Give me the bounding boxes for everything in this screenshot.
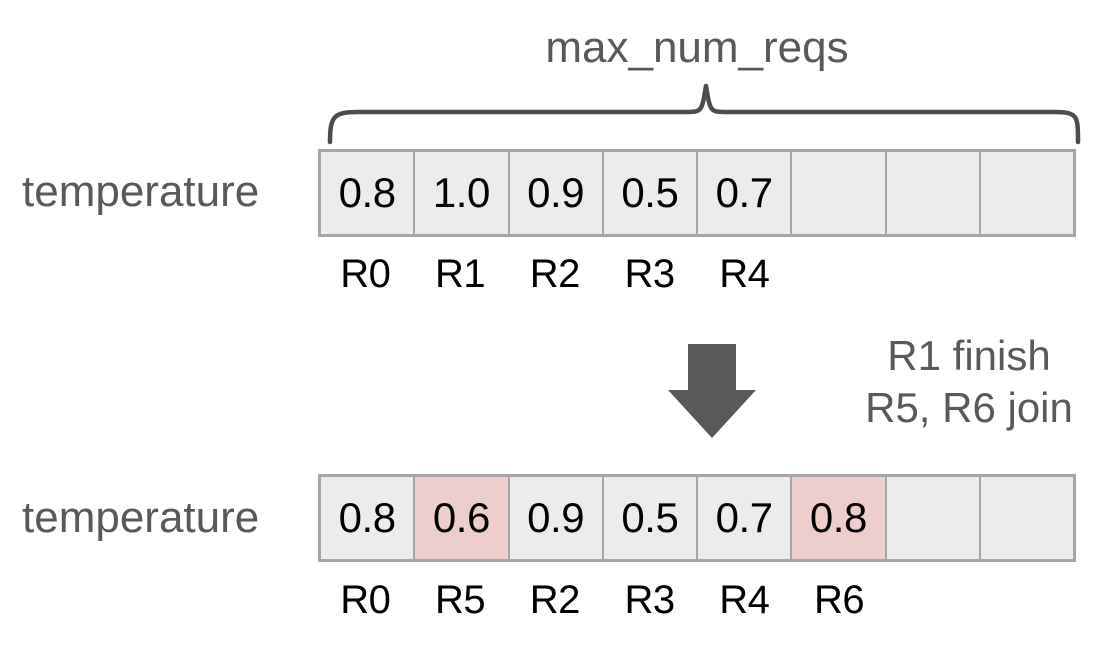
request-id-label: R2 bbox=[529, 252, 581, 296]
buffer-cell[interactable]: 0.9 bbox=[509, 477, 604, 559]
row-label-temperature-after: temperature bbox=[22, 493, 260, 542]
temperature-buffer-after: 0.8 0.6 0.9 0.5 0.7 0.8 bbox=[318, 474, 1076, 562]
temperature-buffer-before: 0.8 1.0 0.9 0.5 0.7 bbox=[318, 149, 1076, 237]
buffer-cell-empty[interactable] bbox=[886, 152, 981, 234]
row-label-temperature-before: temperature bbox=[22, 167, 260, 216]
down-arrow-icon bbox=[660, 338, 764, 444]
transition-note-line-2: R5, R6 join bbox=[865, 384, 1073, 431]
buffer-cell-empty[interactable] bbox=[886, 477, 981, 559]
request-id-label: R3 bbox=[624, 252, 676, 296]
request-id-label-empty bbox=[887, 252, 982, 296]
request-id-label-empty bbox=[981, 578, 1076, 622]
request-id-label-empty bbox=[981, 252, 1076, 296]
request-id-label: R6 bbox=[814, 578, 865, 622]
buffer-cell-highlighted[interactable]: 0.6 bbox=[415, 477, 510, 559]
buffer-cell[interactable]: 0.7 bbox=[698, 477, 793, 559]
buffer-cell[interactable]: 0.8 bbox=[321, 477, 416, 559]
request-id-row-after: R0 R5 R2 R3 R4 R6 bbox=[318, 578, 1076, 622]
buffer-cell[interactable]: 1.0 bbox=[415, 152, 510, 234]
buffer-cell[interactable]: 0.5 bbox=[603, 152, 698, 234]
request-id-label-empty bbox=[887, 578, 982, 622]
request-id-label: R4 bbox=[719, 578, 770, 622]
request-id-label: R5 bbox=[435, 578, 486, 622]
request-id-label: R1 bbox=[435, 252, 486, 296]
buffer-cell[interactable]: 0.5 bbox=[603, 477, 698, 559]
buffer-cell-empty[interactable] bbox=[980, 477, 1073, 559]
request-id-label: R0 bbox=[340, 578, 391, 622]
buffer-cell[interactable]: 0.9 bbox=[509, 152, 604, 234]
buffer-cell-empty[interactable] bbox=[792, 152, 887, 234]
buffer-cell-empty[interactable] bbox=[980, 152, 1073, 234]
request-id-label: R2 bbox=[529, 578, 581, 622]
request-id-row-before: R0 R1 R2 R3 R4 bbox=[318, 252, 1076, 296]
request-id-label-empty bbox=[792, 252, 887, 296]
request-id-label: R3 bbox=[624, 578, 676, 622]
curly-brace-icon bbox=[318, 80, 1086, 146]
transition-note: R1 finish R5, R6 join bbox=[838, 330, 1100, 434]
buffer-cell-highlighted[interactable]: 0.8 bbox=[792, 477, 887, 559]
request-id-label: R0 bbox=[340, 252, 391, 296]
buffer-cell[interactable]: 0.7 bbox=[698, 152, 793, 234]
transition-note-line-1: R1 finish bbox=[887, 332, 1051, 379]
buffer-cell[interactable]: 0.8 bbox=[321, 152, 416, 234]
request-id-label: R4 bbox=[719, 252, 770, 296]
bracket-label-max-num-reqs: max_num_reqs bbox=[545, 23, 849, 72]
